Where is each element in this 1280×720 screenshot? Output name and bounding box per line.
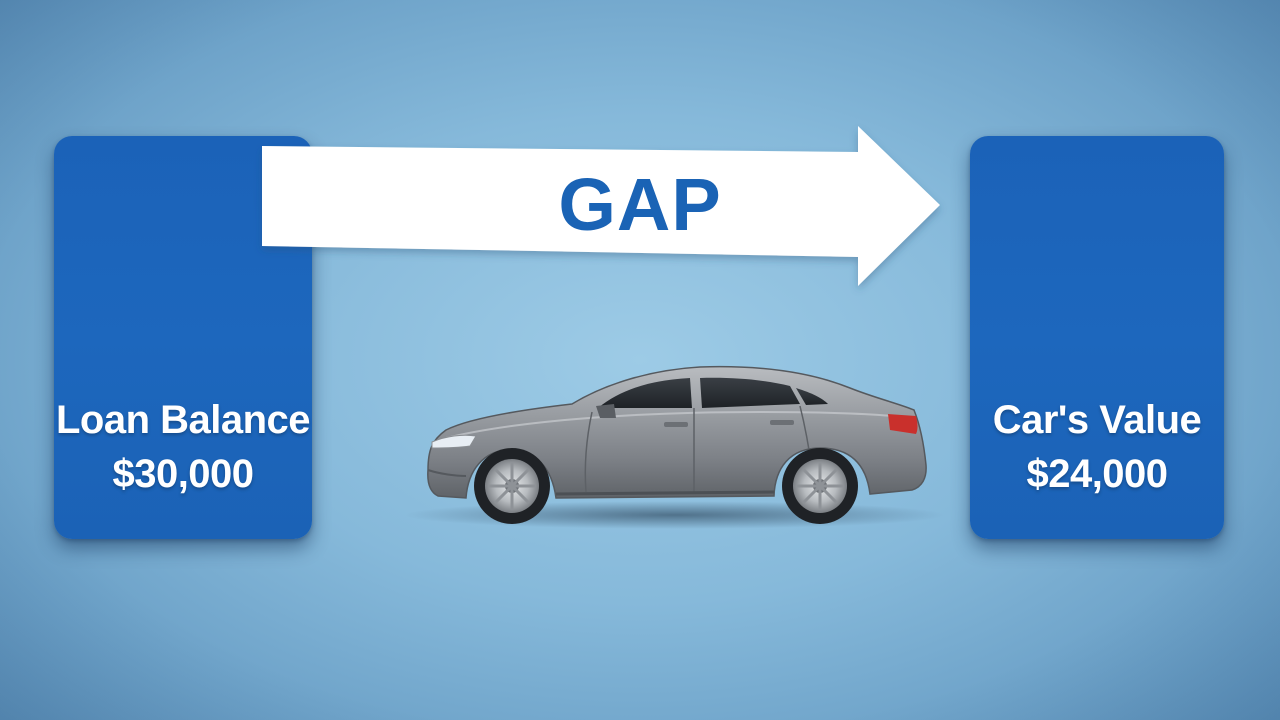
car-value-title: Car's Value [992,398,1202,442]
car-value-amount: $24,000 [1026,452,1168,496]
car-value-box: Car's Value $24,000 [970,136,1224,539]
gap-label: GAP [558,163,722,246]
sedan-car-icon [405,365,945,529]
loan-balance-amount: $30,000 [112,452,254,496]
gap-arrow [262,126,940,286]
loan-balance-title: Loan Balance [55,398,311,442]
